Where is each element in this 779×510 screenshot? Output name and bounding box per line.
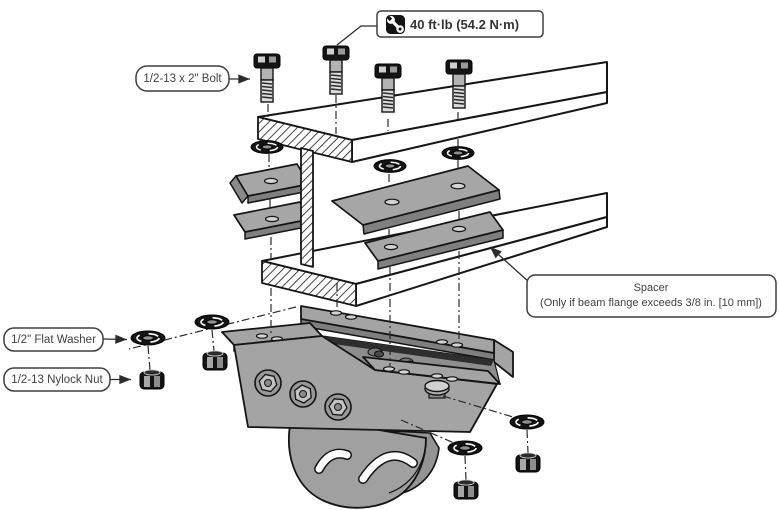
bracket-bolt-head [289,380,317,408]
callout-torque: 40 ft·lb (54.2 N·m) [336,10,544,46]
nylock-nut-callout-box [3,367,111,392]
bracket-bolt-head [254,369,282,397]
torque-leader-line [336,25,377,46]
hex-bolt-3 [374,63,402,113]
spacer-plate-left [233,201,312,240]
callout-spacer: Spacer (Only if beam flange exceeds 3/8 … [489,246,777,318]
nylock-nut [202,350,228,371]
bolt-hole [264,215,280,223]
flat-washer [441,146,475,160]
flat-washer-leader-line [102,334,128,344]
beam-section-top-flange [257,116,353,163]
nylock-nut [515,452,541,473]
bolt-callout-box [135,65,230,92]
flat-washer-callout-box [3,327,104,352]
beam-section-web [300,147,314,268]
callout-nylock-nut: 1/2-13 Nylock Nut [3,367,131,392]
spacer-leader-line [489,246,530,283]
flat-washer [250,140,284,154]
callout-bolt: 1/2-13 x 2" Bolt [135,65,250,92]
torque-callout-box [376,10,544,38]
torque-label: 40 ft·lb (54.2 N·m) [410,17,519,32]
bolt-hole [263,177,279,185]
flat-washers-top [250,140,475,173]
callout-flat-washer: 1/2" Flat Washer [3,327,128,352]
exploded-axis-right [442,395,524,421]
flat-washer-label: 1/2" Flat Washer [11,334,96,346]
bolt-hole [383,243,399,251]
spacer-plate-right [364,211,504,270]
hex-bolts [253,45,473,113]
hex-bolt-1 [253,53,281,103]
bolt-hole [451,225,467,233]
bracket-bolt-head [324,393,352,421]
saddle-slots [314,448,418,484]
nylock-nut-label: 1/2-13 Nylock Nut [11,374,103,386]
exploded-axis-center [400,419,462,447]
spacer-label-line1: Spacer [634,282,669,294]
hex-bolt-4 [445,59,473,109]
center-lines-lower [270,237,460,366]
saddle-front-half [288,413,427,509]
wrench-icon [386,15,405,34]
flat-washer [447,440,483,456]
bolt-hole [384,198,400,206]
clamp-plate-left [229,163,310,204]
bolt-label: 1/2-13 x 2" Bolt [143,73,222,85]
bolt-hole [450,182,466,190]
beam-section-bottom-flange [261,260,357,307]
bracket-pin [424,379,450,399]
beam-clamp-bracket [221,305,514,509]
nylock-nut [453,479,479,500]
flat-washer [373,159,407,173]
clamp-plate-right [331,165,501,235]
bottom-hardware [128,306,545,500]
spacer-callout-box [526,274,777,318]
hex-bolt-2 [322,45,350,95]
spacer-label-line2: (Only if beam flange exceeds 3/8 in. [10… [540,297,762,309]
flat-washer [509,414,545,430]
flat-washer [130,330,166,346]
flat-washer [194,314,230,330]
bracket-slot [319,336,494,366]
bracket-front-right-lip [362,356,501,385]
nylock-nut [139,369,165,390]
